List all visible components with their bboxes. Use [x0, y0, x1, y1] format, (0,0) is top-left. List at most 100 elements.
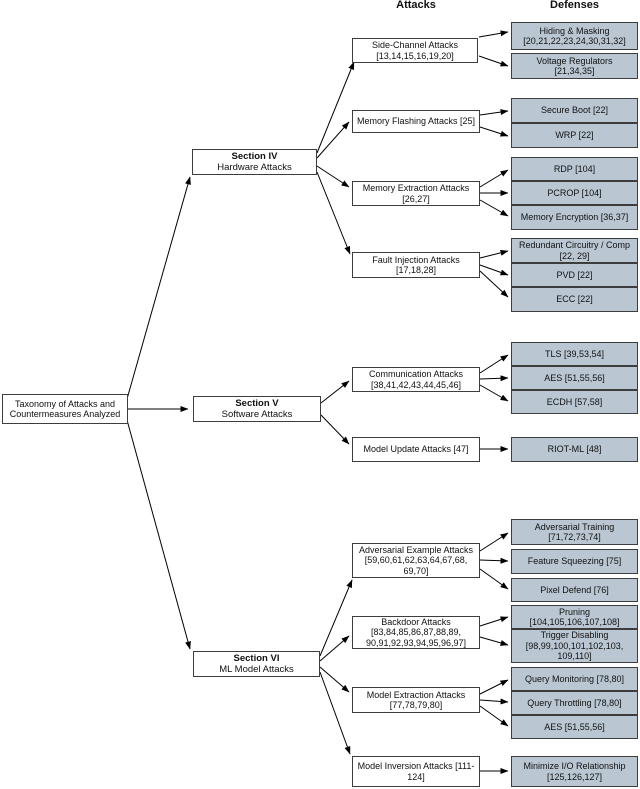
node-text-line: [26,27] — [402, 193, 430, 204]
node-text-line: Model Inversion Attacks [111- — [357, 761, 475, 771]
node-text-line: [13,14,15,16,19,20] — [376, 50, 454, 61]
section-subtitle: ML Model Attacks — [219, 664, 294, 675]
attack-side-channel: Side-Channel Attacks[13,14,15,16,19,20] — [352, 38, 478, 63]
node-text-line: [17,18,28] — [395, 265, 437, 275]
node-text-line: Trigger Disabling — [540, 630, 609, 641]
attack-communication: Communication Attacks[38,41,42,43,44,45,… — [352, 367, 480, 392]
defense-adversarial-training: Adversarial Training[71,72,73,74] — [511, 519, 638, 545]
node-text-line: PCROP [104] — [547, 187, 602, 198]
node-text-line: RDP [104] — [553, 163, 596, 174]
node-section-iv: Section IV Hardware Attacks — [192, 149, 317, 175]
node-text-line: Secure Boot [22] — [540, 105, 609, 116]
defense-ecdh: ECDH [57,58] — [511, 390, 638, 414]
node-text-line: Pixel Defend [76] — [540, 584, 609, 595]
node-text-line: Countermeasures Analyzed — [9, 409, 121, 419]
attack-defense-arrows — [478, 30, 509, 774]
defense-feature-squeezing: Feature Squeezing [75] — [511, 549, 638, 574]
defense-pruning: Pruning[104,105,106,107,108] — [511, 605, 638, 629]
section-subtitle: Hardware Attacks — [217, 162, 292, 173]
attack-model-inversion: Model Inversion Attacks [111-124] — [352, 756, 480, 787]
attack-adversarial-example: Adversarial Example Attacks[59,60,61,62,… — [352, 543, 480, 578]
node-text-line: [21,34,35] — [554, 66, 595, 76]
section-subtitle: Software Attacks — [221, 409, 293, 420]
node-text-line: Model Extraction Attacks — [366, 689, 466, 700]
node-text-line: 109,110] — [557, 651, 592, 662]
defense-pcrop: PCROP [104] — [511, 181, 638, 205]
section5-branch-arrows — [320, 380, 350, 445]
node-text-line: PVD [22] — [556, 269, 593, 280]
node-text-line: ECDH [57,58] — [546, 396, 603, 407]
node-text-line: AES [51,55,56] — [544, 721, 605, 732]
defense-pixel-defend: Pixel Defend [76] — [511, 578, 638, 602]
defense-redundant-circuitry: Redundant Circuitry / Comp[22, 29] — [511, 238, 638, 263]
node-text-line: Memory Flashing Attacks [25] — [356, 116, 476, 127]
node-text-line: Adversarial Training — [534, 521, 615, 532]
defense-ecc: ECC [22] — [511, 287, 638, 312]
defense-trigger-disabling: Trigger Disabling[98,99,100,101,102,103,… — [511, 629, 638, 663]
node-text-line: TLS [39,53,54] — [544, 348, 605, 359]
section6-branch-arrows — [319, 579, 353, 755]
node-text-line: Redundant Circuitry / Comp — [518, 240, 631, 250]
defense-voltage-regulators: Voltage Regulators[21,34,35] — [511, 53, 638, 79]
node-text-line: Adversarial Example Attacks — [358, 544, 474, 555]
node-text-line: Communication Attacks — [368, 369, 464, 379]
defense-pvd: PVD [22] — [511, 263, 638, 287]
node-text-line: Voltage Regulators — [536, 55, 613, 66]
defense-minimize-io: Minimize I/O Relationship[125,126,127] — [511, 756, 638, 787]
node-text-line: [77,78,79,80] — [389, 700, 443, 710]
node-text-line: AES [51,55,56] — [544, 372, 605, 383]
node-text-line: 90,91,92,93,94,95,96,97] — [365, 637, 467, 648]
attacks-column-header: Attacks — [396, 0, 436, 11]
defense-aes: AES [51,55,56] — [511, 366, 638, 390]
defense-rdp: RDP [104] — [511, 157, 638, 181]
node-text-line: [20,21,22,23,24,30,31,32] — [523, 36, 626, 46]
node-section-vi: Section VI ML Model Attacks — [193, 651, 320, 677]
node-text-line: [98,99,100,101,102,103, — [525, 640, 624, 651]
defense-query-monitoring: Query Monitoring [78,80] — [511, 667, 638, 691]
node-text-line: Query Monitoring [78,80] — [524, 673, 625, 684]
defense-aes-2: AES [51,55,56] — [511, 715, 638, 739]
attack-model-update: Model Update Attacks [47] — [352, 437, 480, 462]
section-title: Section IV — [231, 151, 278, 162]
attack-backdoor: Backdoor Attacks[83,84,85,86,87,88,89,90… — [352, 616, 480, 649]
defense-tls: TLS [39,53,54] — [511, 342, 638, 366]
node-text-line: Memory Encryption [36,37] — [520, 212, 629, 223]
attack-memory-flashing: Memory Flashing Attacks [25] — [352, 110, 480, 133]
defense-riot-ml: RIOT-ML [48] — [511, 437, 638, 462]
node-text-line: [83,84,85,86,87,88,89, — [370, 627, 462, 638]
node-section-v: Section V Software Attacks — [193, 396, 321, 422]
attack-model-extraction: Model Extraction Attacks[77,78,79,80] — [352, 687, 480, 713]
node-text-line: [22, 29] — [559, 250, 590, 261]
attack-memory-extraction: Memory Extraction Attacks[26,27] — [352, 181, 480, 206]
node-text-line: Fault Injection Attacks — [372, 254, 460, 265]
node-text-line: WRP [22] — [555, 130, 594, 141]
defense-hiding-masking: Hiding & Masking[20,21,22,23,24,30,31,32… — [511, 22, 638, 50]
node-text-line: [38,41,42,43,44,45,46] — [370, 379, 462, 390]
node-text-line: Query Throttling [78,80] — [527, 697, 622, 708]
node-text-line: Side-Channel Attacks — [371, 40, 459, 50]
defenses-column-header: Defenses — [550, 0, 599, 11]
node-text-line: [104,105,106,107,108] — [529, 617, 620, 627]
section-title: Section VI — [233, 653, 280, 664]
node-text-line: Memory Extraction Attacks — [362, 183, 470, 193]
node-text-line: Feature Squeezing [75] — [527, 556, 622, 567]
node-text-line: 124] — [407, 771, 425, 782]
node-text-line: Taxonomy of Attacks and — [14, 398, 116, 409]
node-text-line: [125,126,127] — [546, 771, 603, 782]
node-text-line: Pruning — [558, 606, 591, 617]
node-text-line: Hiding & Masking — [539, 25, 610, 36]
defense-memory-encryption: Memory Encryption [36,37] — [511, 205, 638, 230]
section-title: Section V — [235, 398, 279, 409]
attack-fault-injection: Fault Injection Attacks[17,18,28] — [352, 252, 480, 278]
node-text-line: Backdoor Attacks — [381, 616, 451, 627]
root-branch-arrows — [126, 176, 191, 650]
node-text-line: ECC [22] — [556, 294, 593, 305]
section4-branch-arrows — [316, 61, 355, 255]
node-text-line: Minimize I/O Relationship — [523, 761, 626, 771]
defense-query-throttling: Query Throttling [78,80] — [511, 691, 638, 715]
node-text-line: Model Update Attacks [47] — [363, 444, 469, 455]
defense-wrp: WRP [22] — [511, 123, 638, 148]
node-text-line: 69,70] — [403, 565, 429, 576]
node-text-line: [59,60,61,62,63,64,67,68, — [364, 555, 468, 566]
